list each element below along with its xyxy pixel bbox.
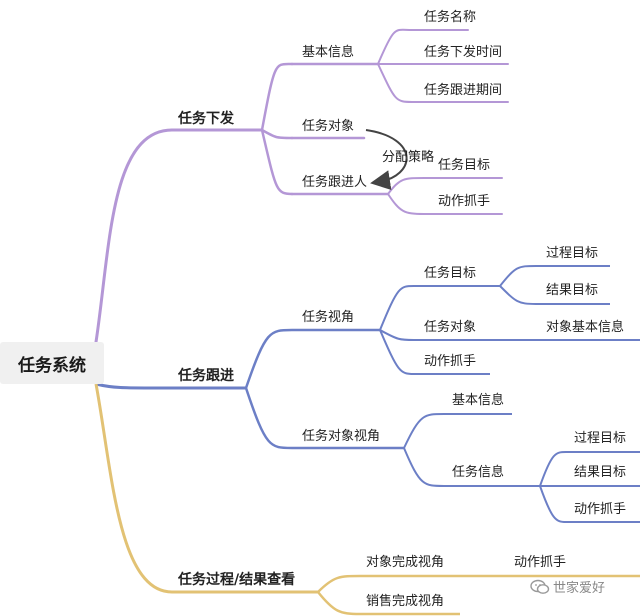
node-dispatch[interactable]: 任务下发: [178, 111, 234, 127]
node-result-goal[interactable]: 结果目标: [546, 283, 599, 298]
node-dispatch-target[interactable]: 任务对象: [302, 119, 355, 134]
branch-review-lines: [94, 383, 640, 616]
node-follow[interactable]: 任务跟进: [178, 368, 234, 384]
node-review[interactable]: 任务过程/结果查看: [178, 572, 296, 588]
node-target-basic-info[interactable]: 对象基本信息: [546, 320, 625, 335]
node-info-process-goal[interactable]: 过程目标: [574, 431, 627, 446]
node-follower-action[interactable]: 动作抓手: [438, 194, 491, 209]
node-follower-goal[interactable]: 任务目标: [438, 158, 491, 173]
branch-dispatch-lines: [94, 28, 509, 344]
watermark: 世家爱好: [530, 577, 605, 596]
assign-strategy-arrow: [365, 129, 408, 190]
node-dispatch-basic-info[interactable]: 基本信息: [302, 45, 355, 60]
node-target-view-basic[interactable]: 基本信息: [452, 393, 505, 408]
node-target-view-task-info[interactable]: 任务信息: [452, 465, 505, 480]
node-task-issue-time[interactable]: 任务下发时间: [424, 45, 503, 60]
node-info-action[interactable]: 动作抓手: [574, 502, 627, 517]
node-task-follow-period[interactable]: 任务跟进期间: [424, 83, 503, 98]
root-node[interactable]: 任务系统: [0, 342, 104, 384]
watermark-text: 世家爱好: [553, 581, 606, 596]
node-dispatch-follower[interactable]: 任务跟进人: [302, 175, 368, 190]
node-target-done-view[interactable]: 对象完成视角: [366, 555, 445, 570]
node-process-goal[interactable]: 过程目标: [546, 246, 599, 261]
branch-follow-lines: [95, 265, 640, 523]
node-target-done-action[interactable]: 动作抓手: [514, 555, 567, 570]
wechat-icon: [530, 579, 550, 594]
assign-strategy-label: 分配策略: [382, 150, 435, 165]
node-view-goal[interactable]: 任务目标: [424, 266, 477, 281]
node-info-result-goal[interactable]: 结果目标: [574, 465, 627, 480]
node-sales-done-view[interactable]: 销售完成视角: [366, 594, 445, 609]
node-task-name[interactable]: 任务名称: [424, 10, 477, 25]
node-target-view[interactable]: 任务对象视角: [302, 429, 381, 444]
node-task-view[interactable]: 任务视角: [302, 310, 355, 325]
node-view-target[interactable]: 任务对象: [424, 320, 477, 335]
node-view-action[interactable]: 动作抓手: [424, 354, 477, 369]
